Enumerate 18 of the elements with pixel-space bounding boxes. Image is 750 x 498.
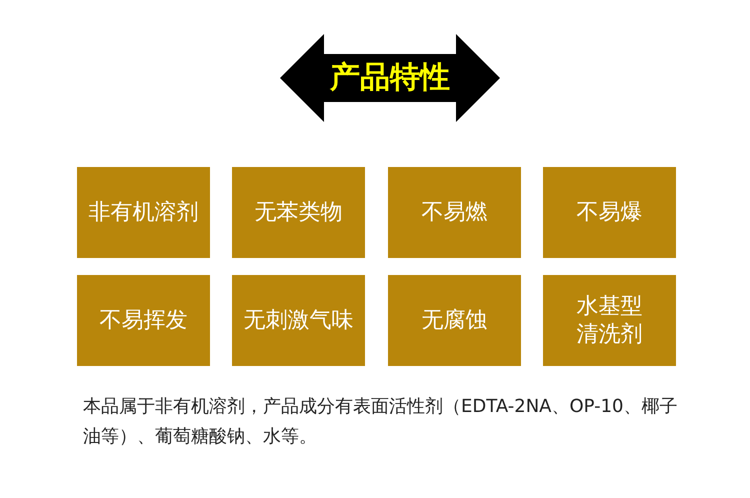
feature-tile — [77, 275, 210, 366]
feature-tile — [543, 275, 676, 366]
feature-tile — [232, 167, 365, 258]
feature-text: 无刺激气味 — [244, 306, 354, 334]
feature-tile — [388, 167, 521, 258]
feature-text: 不易挥发 — [100, 306, 188, 334]
feature-tile — [232, 275, 365, 366]
feature-tile — [388, 275, 521, 366]
description-note: 本品属于非有机溶剂，产品成分有表面活性剂（EDTA-2NA、OP-10、椰子油等）、葡萄糖酸钠、水等。 — [83, 395, 679, 449]
feature-text: 水基型清洗剂 — [576, 292, 644, 348]
heading: 产品特性 — [329, 59, 451, 97]
feature-text: 不易燃 — [422, 198, 488, 226]
feature-tile — [543, 167, 676, 258]
feature-text: 无腐蚀 — [422, 306, 488, 334]
feature-text: 非有机溶剂 — [88, 198, 198, 226]
feature-tile — [77, 167, 210, 258]
feature-text: 无苯类物 — [254, 198, 342, 226]
feature-text: 不易爆 — [576, 198, 642, 226]
